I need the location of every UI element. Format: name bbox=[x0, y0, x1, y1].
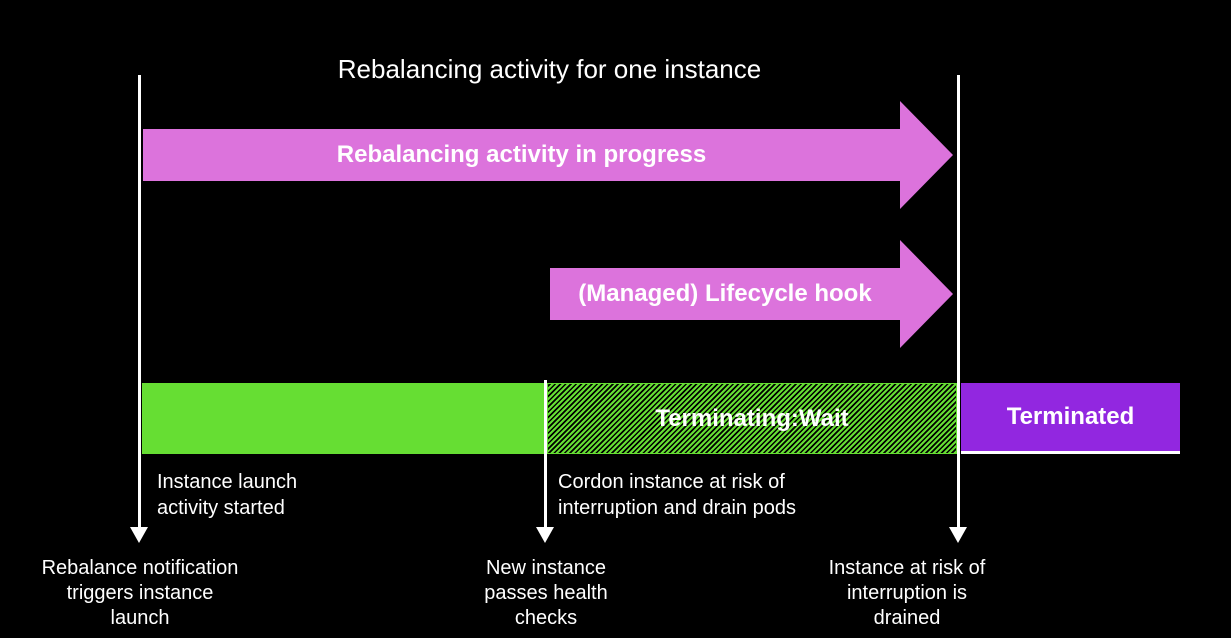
terminating-wait-bar-label: Terminating:Wait bbox=[655, 404, 849, 432]
right-arrow-head-icon bbox=[900, 101, 953, 209]
milestone-line-health-checks bbox=[544, 380, 547, 527]
down-arrow-icon bbox=[130, 527, 148, 543]
lifecycle-hook-arrow: (Managed) Lifecycle hook bbox=[550, 268, 900, 320]
down-arrow-icon bbox=[536, 527, 554, 543]
terminating-wait-bar: Terminating:Wait bbox=[547, 383, 957, 454]
lifecycle-hook-arrow-label: (Managed) Lifecycle hook bbox=[578, 280, 872, 307]
down-arrow-icon bbox=[949, 527, 967, 543]
instance-launch-bar bbox=[142, 383, 544, 454]
milestone-bottom-label-rebalance-notification: Rebalance notification triggers instance… bbox=[41, 557, 239, 629]
milestone-bottom-label-instance-drained: Instance at risk of interruption is drai… bbox=[828, 557, 986, 629]
milestone-line-instance-drained bbox=[957, 75, 960, 527]
milestone-side-label-launch-started: Instance launch activity started bbox=[157, 471, 298, 519]
terminated-bar: Terminated bbox=[961, 383, 1180, 454]
terminated-bar-label: Terminated bbox=[1006, 403, 1135, 430]
diagram-title: Rebalancing activity for one instance bbox=[337, 54, 762, 84]
milestone-side-label-cordon-drain: Cordon instance at risk of interruption … bbox=[558, 471, 796, 519]
milestone-line-rebalance-notification bbox=[138, 75, 141, 527]
rebalancing-activity-arrow-label: Rebalancing activity in progress bbox=[336, 141, 707, 168]
milestone-bottom-label-health-checks: New instance passes health checks bbox=[484, 557, 608, 629]
right-arrow-head-icon bbox=[900, 240, 953, 348]
rebalancing-activity-arrow: Rebalancing activity in progress bbox=[143, 129, 900, 181]
